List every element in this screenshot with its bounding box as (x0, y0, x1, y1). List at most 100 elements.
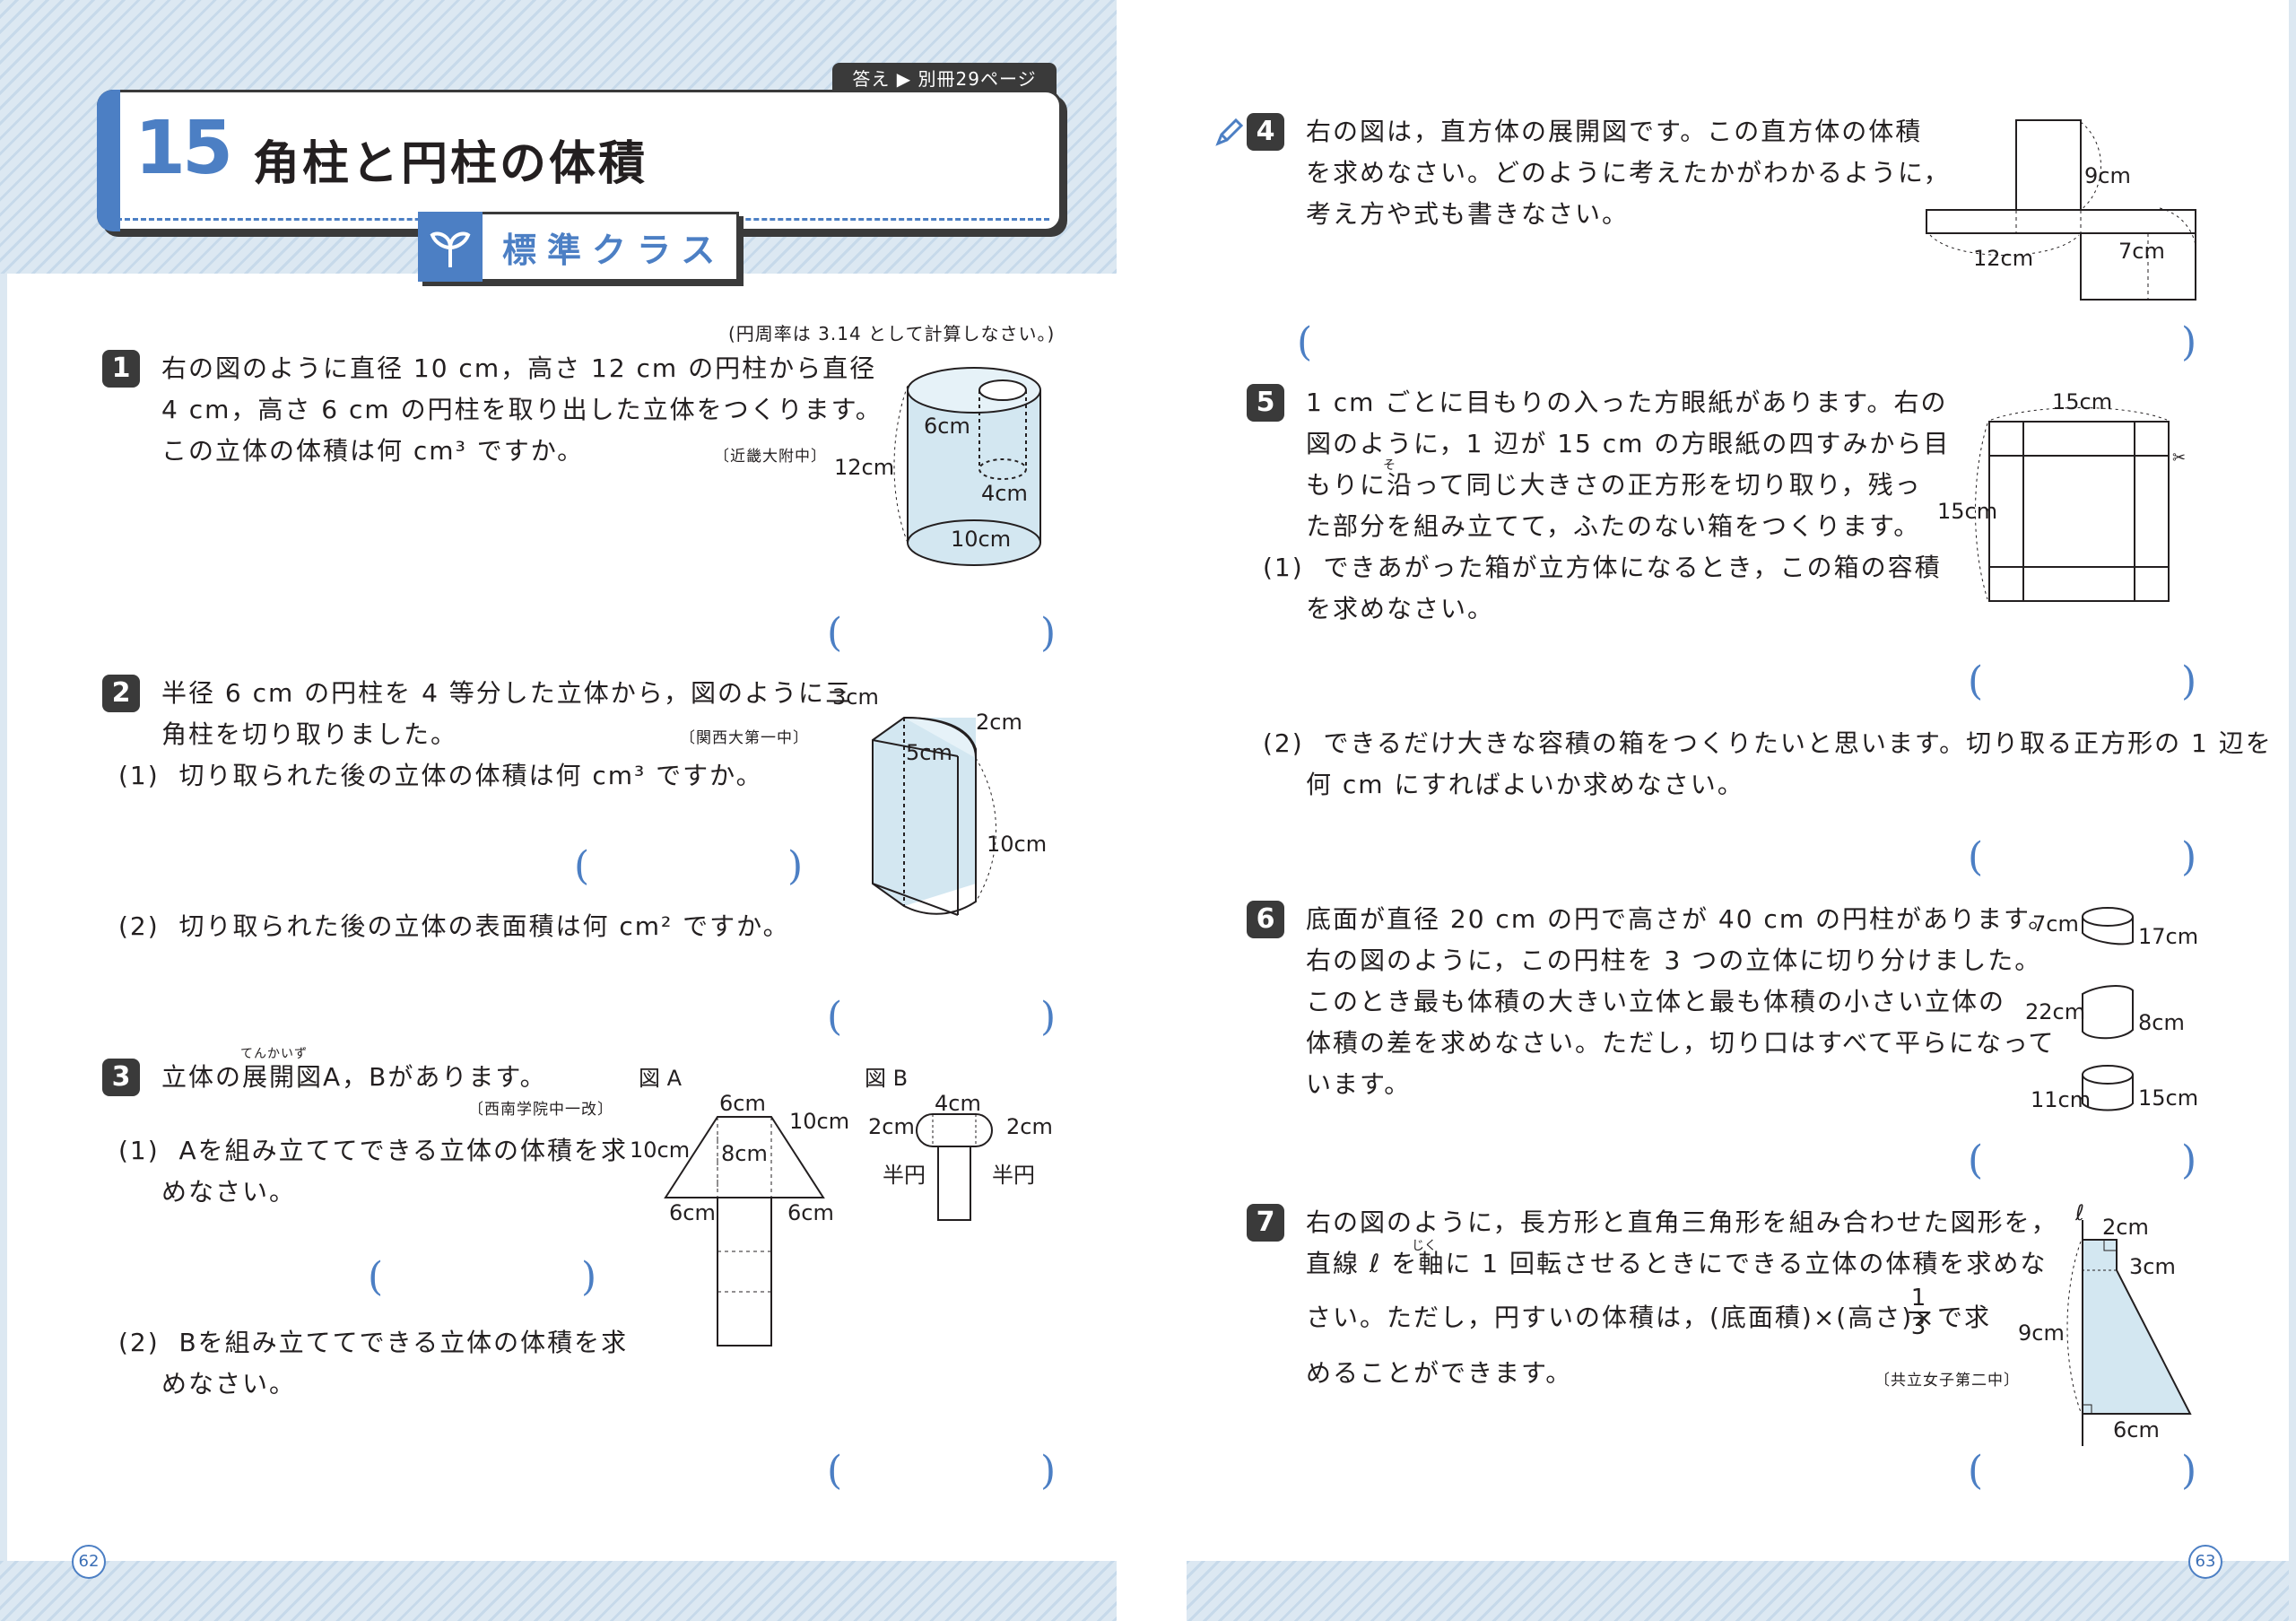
bottom-band-right (1187, 1561, 2296, 1621)
pi-note: (円周率は 3.14 として計算しなさい。) (728, 323, 1056, 344)
chapter-number: 15 (135, 106, 233, 191)
q3-part-2-line-2: めなさい。 (161, 1369, 297, 1399)
q7-line-3: さい。ただし，円すいの体積は，(底面積)×(高さ)× (1306, 1303, 1936, 1332)
q5-2-answer-close: ) (2181, 834, 2197, 880)
q5-line-3: もりに沿って同じ大きさの正方形を切り取り，残っ (1306, 470, 1922, 500)
q6-line-3: このとき最も体積の大きい立体と最も体積の小さい立体の (1306, 987, 2006, 1016)
page-number-right: 63 (2188, 1545, 2222, 1579)
bottom-band-left (0, 1561, 1117, 1621)
q1-figure: 12cm 6cm 4cm 10cm (834, 367, 1041, 566)
q5-1-answer-open: ( (1968, 658, 1984, 704)
q2-part-1: (1) 切り取られた後の立体の体積は何 cm³ ですか。 (118, 761, 763, 790)
q2-label-b: 2cm (976, 710, 1022, 735)
title-card-accent (97, 90, 120, 231)
q2-2-answer-close: ) (1040, 994, 1057, 1040)
q3-figa-mid: 8cm (721, 1141, 768, 1166)
q3-2-answer-open: ( (827, 1448, 843, 1494)
page-number-left: 62 (72, 1545, 106, 1579)
q7-answer-close: ) (2181, 1448, 2197, 1494)
q2-label-d: 10cm (987, 832, 1047, 857)
right-page-edge (2289, 0, 2296, 1621)
sprout-icon (418, 212, 483, 282)
q6-line-1: 底面が直径 20 cm の円で高さが 40 cm の円柱があります。 (1306, 904, 2056, 934)
q5-line-4: た部分を組み立てて，ふたのない箱をつくります。 (1306, 511, 1921, 541)
q4-line-2: を求めなさい。どのように考えたかがわかるように， (1306, 158, 1951, 187)
q3-figb-r: 2cm (1006, 1114, 1053, 1139)
q7-label-a: 2cm (2102, 1215, 2149, 1240)
left-page-edge (0, 274, 7, 1561)
q4-label-b: 12cm (1973, 246, 2033, 271)
question-number-3: 3 (102, 1059, 140, 1096)
q6-line-5: います。 (1306, 1069, 1412, 1099)
q3-figa-side: 10cm (789, 1109, 849, 1134)
q4-answer-open: ( (1297, 319, 1313, 365)
class-label: 標準クラス (502, 231, 726, 270)
q6-label-a1: 7cm (2032, 911, 2079, 937)
q4-label-a: 9cm (2084, 163, 2131, 188)
q7-label-d: 6cm (2113, 1417, 2160, 1442)
q3-part-1-line-1: (1) Aを組み立ててできる立体の体積を求 (118, 1136, 629, 1165)
q3-2-answer-close: ) (1040, 1448, 1057, 1494)
q3-source: 〔西南学院中一改〕 (468, 1101, 613, 1119)
q4-line-3: 考え方や式も書きなさい。 (1306, 199, 1630, 229)
q1-answer-close: ) (1040, 610, 1057, 656)
q7-line-4: めることができます。 (1306, 1358, 1573, 1388)
q2-1-answer-close: ) (787, 843, 804, 889)
question-number-2: 2 (102, 675, 140, 712)
q7-label-b: 3cm (2129, 1254, 2176, 1279)
q2-line-2: 角柱を切り取りました。 (161, 719, 458, 749)
q7-label-c: 9cm (2018, 1320, 2065, 1346)
pencil-icon (1213, 117, 1245, 153)
q6-answer-close: ) (2181, 1137, 2197, 1183)
q6-label-b2: 8cm (2138, 1010, 2185, 1035)
q7-fraction-num: 1 (1909, 1285, 1928, 1313)
q6-label-c2: 15cm (2138, 1085, 2198, 1111)
q2-source: 〔関西大第一中〕 (680, 729, 809, 747)
q1-line-3: この立体の体積は何 cm³ ですか。 (161, 436, 585, 466)
q3-figb-semi-l: 半円 (883, 1163, 926, 1188)
q1-label-inner-h: 6cm (924, 414, 970, 439)
q2-1-answer-open: ( (574, 843, 590, 889)
q6-label-c1: 11cm (2031, 1087, 2091, 1112)
q1-label-d: 10cm (951, 527, 1011, 552)
q2-2-answer-open: ( (827, 994, 843, 1040)
q3-figb-l: 2cm (868, 1114, 915, 1139)
svg-text:✂: ✂ (2172, 449, 2186, 467)
q7-source: 〔共立女子第二中〕 (1874, 1372, 2020, 1390)
q7-answer-open: ( (1968, 1448, 1984, 1494)
q6-label-b1: 22cm (2025, 999, 2085, 1024)
q1-answer-open: ( (827, 610, 843, 656)
q2-figure: 3cm 2cm 5cm 10cm (832, 684, 1047, 916)
q7-line-1: 右の図のように，長方形と直角三角形を組み合わせた図形を， (1306, 1207, 2058, 1237)
q2-label-c: 5cm (906, 740, 952, 765)
q5-2-answer-open: ( (1968, 834, 1984, 880)
gutter (1117, 0, 1187, 1621)
q3-1-answer-open: ( (368, 1254, 384, 1300)
q1-source: 〔近畿大附中〕 (714, 448, 827, 466)
q6-line-2: 右の図のように，この円柱を 3 つの立体に切り分けました。 (1306, 946, 2042, 975)
q4-label-c: 7cm (2118, 239, 2165, 264)
q3-line-1: 立体の展開図A，Bがあります。 (161, 1062, 547, 1092)
q3-figure-b: 図 B 4cm 2cm 2cm 半円 半円 (865, 1066, 1053, 1221)
title-card (97, 90, 1062, 231)
q5-line-1: 1 cm ごとに目もりの入った方眼紙があります。右の (1306, 388, 1948, 417)
question-number-7: 7 (1247, 1204, 1284, 1242)
q4-line-1: 右の図は，直方体の展開図です。この直方体の体積 (1306, 117, 1923, 146)
q6-answer-open: ( (1968, 1137, 1984, 1183)
q7-fraction-den: 3 (1910, 1313, 1926, 1340)
q5-line-2: 図のように，1 辺が 15 cm の方眼紙の四すみから目 (1306, 429, 1951, 458)
question-number-6: 6 (1247, 901, 1284, 938)
q7-line-2: 直線 ℓ を軸に 1 回転させるときにできる立体の体積を求めな (1306, 1249, 2048, 1278)
q3-1-answer-close: ) (581, 1254, 597, 1300)
q1-label-inner-d: 4cm (981, 481, 1028, 506)
question-number-1: 1 (102, 350, 140, 388)
q6-line-4: 体積の差を求めなさい。ただし，切り口はすべて平らになって (1306, 1028, 2056, 1058)
q3-figb-top: 4cm (935, 1091, 981, 1116)
q5-part-1-line-2: を求めなさい。 (1306, 594, 1495, 623)
q1-line-2: 4 cm，高さ 6 cm の円柱を取り出した立体をつくります。 (161, 395, 883, 424)
q4-figure: 9cm 12cm 7cm (1926, 119, 2196, 301)
q7-axis-label: ℓ (2074, 1202, 2084, 1225)
q5-1-answer-close: ) (2181, 658, 2197, 704)
q3-figb-title: 図 B (865, 1066, 908, 1091)
q3-figa-br: 6cm (787, 1200, 834, 1225)
